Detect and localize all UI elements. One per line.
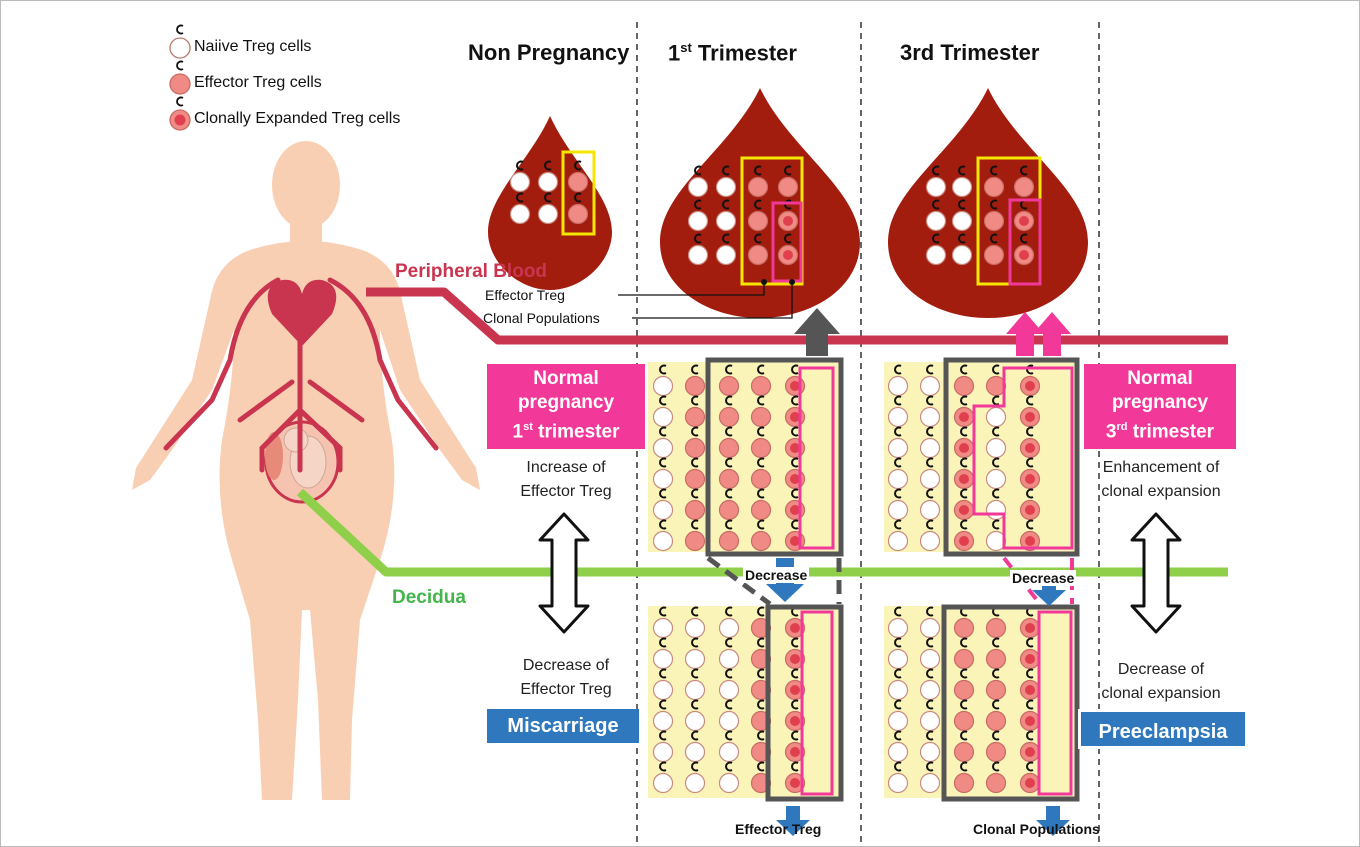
up-arrow-first [794, 308, 840, 356]
callout-dot-effector [761, 279, 767, 285]
header-first-trimester: 1st Trimester [668, 40, 797, 66]
preeclampsia-box: Preeclampsia [1078, 709, 1248, 749]
grid-bg-decidua-top-first [648, 362, 841, 552]
callout-effector-label: Effector Treg [485, 287, 565, 303]
peripheral-blood-label: Peripheral Blood [395, 261, 547, 283]
legend-clonal-label: Clonally Expanded Treg cells [194, 110, 400, 128]
decrease-clonal-caption: Decrease of clonal expansion [1086, 658, 1236, 706]
header-third-trimester: 3rd Trimester [900, 40, 1039, 66]
normal-pregnancy-first-box: Normal pregnancy 1st trimester [487, 364, 645, 449]
bottom-label-clonal: Clonal Populations [973, 821, 1100, 837]
legend-effector-icon [170, 61, 190, 94]
decrease-label-first: Decrease [743, 567, 809, 583]
grid-bg-decidua-bottom-first [648, 606, 841, 798]
increase-effector-caption: Increase of Effector Treg [494, 456, 638, 504]
decrease-label-third: Decrease [1010, 570, 1076, 586]
legend-naive-label: Naiive Treg cells [194, 38, 311, 56]
grid-bg-decidua-bottom-third [884, 606, 1077, 798]
down-arrow-decrease-third [1032, 584, 1066, 606]
miscarriage-box: Miscarriage [487, 709, 639, 743]
legend-naive-icon [170, 26, 190, 59]
header-non-pregnancy: Non Pregnancy [468, 40, 629, 66]
callout-clonal-label: Clonal Populations [483, 310, 600, 326]
legend-effector-label: Effector Treg cells [194, 74, 322, 92]
callout-dot-clonal [789, 279, 795, 285]
normal-pregnancy-third-box: Normal pregnancy 3rd trimester [1084, 364, 1236, 449]
grid-bg-decidua-top-third [884, 362, 1077, 552]
up-arrow-third-2 [1033, 312, 1071, 356]
legend-clonal-icon [170, 98, 190, 131]
decidua-label: Decidua [392, 587, 466, 609]
enhancement-clonal-caption: Enhancement of clonal expansion [1086, 456, 1236, 504]
bottom-label-effector: Effector Treg [735, 821, 821, 837]
decrease-effector-caption: Decrease of Effector Treg [494, 654, 638, 702]
